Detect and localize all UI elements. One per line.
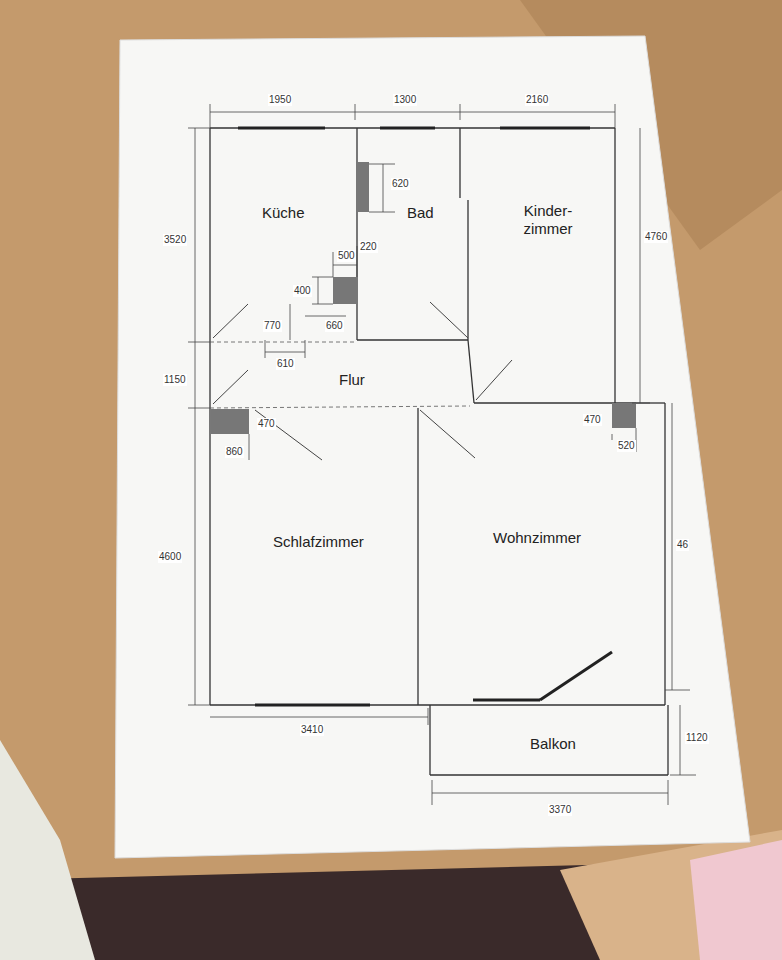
dimension-label: 1150 [163,374,187,386]
room-area: Küche [259,203,308,223]
dimension-label: 860 [225,446,244,458]
dimension-label: 500 [337,250,356,262]
dimension-label: 4600 [158,551,182,563]
dimension-label: 3370 [548,804,572,816]
dimension-label: 2160 [525,94,549,106]
room-area: Balkon [527,734,579,754]
dimension-label: 1950 [268,94,292,106]
dimension-label: 220 [359,241,378,253]
dimension-label: 1120 [685,732,709,744]
room-name: Schlafzimmer [273,533,364,550]
room-name: Balkon [530,735,576,752]
dimension-label: 770 [263,320,282,332]
dimension-label: 610 [276,358,295,370]
dimension-label: 3520 [163,234,187,246]
dimension-label: 46 [676,539,689,551]
dimension-label: 400 [293,285,312,297]
dimension-label: 3410 [300,724,324,736]
room-name: Flur [339,371,365,388]
room-name: Kinder- zimmer [523,202,572,237]
dimension-label: 1300 [393,94,417,106]
room-name: Wohnzimmer [493,529,581,546]
room-area: Kinder- zimmer [505,201,591,239]
dimension-label: 470 [257,418,276,430]
dimension-label: 470 [583,414,602,426]
dimension-label: 520 [617,440,636,452]
dimension-label: 4760 [644,231,668,243]
room-name: Küche [262,204,305,221]
room-area: Wohnzimmer [490,528,584,548]
room-area: Bad [404,203,437,223]
dimension-label: 660 [325,320,344,332]
room-area: Schlafzimmer [270,532,367,552]
dimension-label: 620 [391,178,410,190]
room-area: Flur [336,370,368,390]
room-name: Bad [407,204,434,221]
